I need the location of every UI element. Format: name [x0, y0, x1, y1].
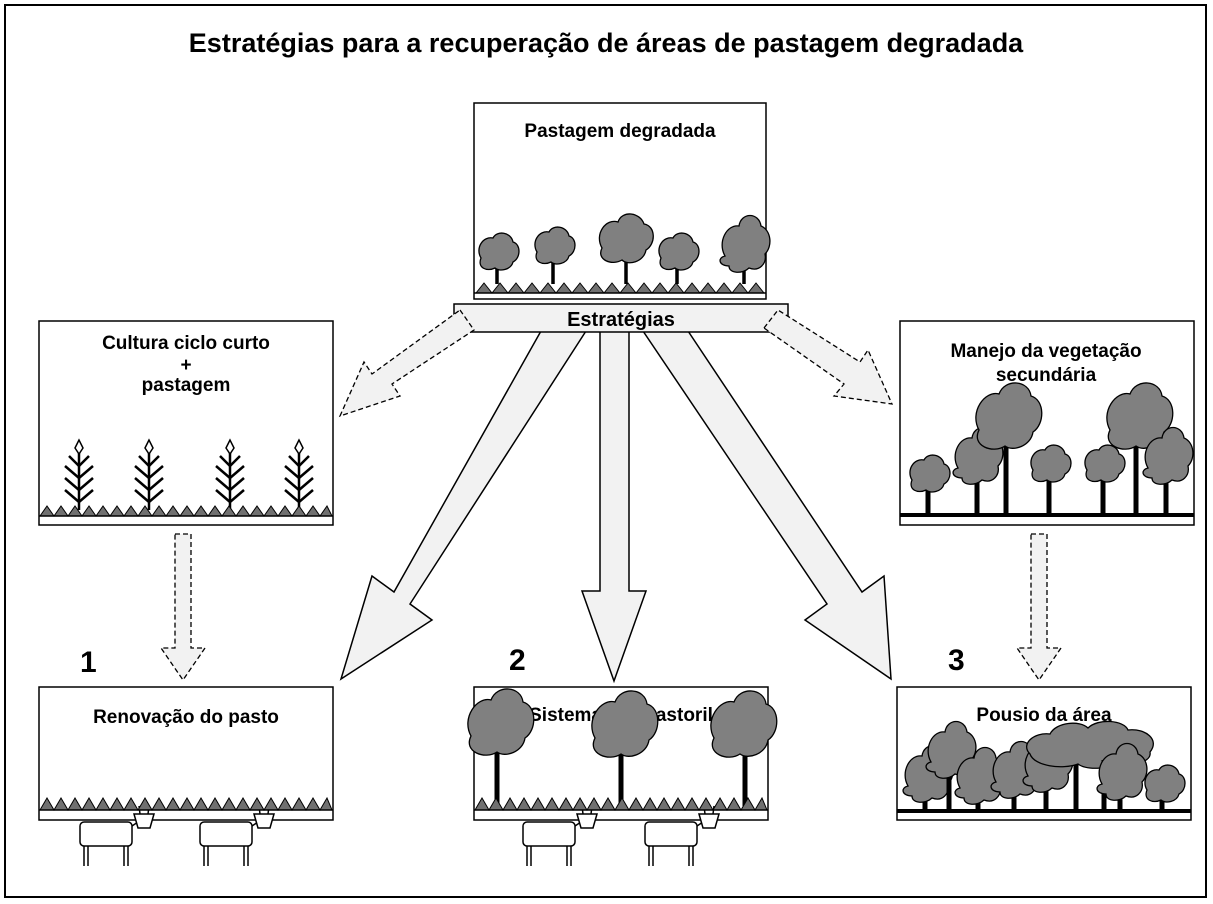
- dashed-arrow-to-manejo: [763, 309, 894, 405]
- box-cultura-ciclo-curto: Cultura ciclo curto + pastagem: [38, 320, 334, 526]
- box-sistema-silvipastoril: Sistema silvipastoril: [467, 686, 778, 867]
- box-pastagem-degradada: Pastagem degradada: [473, 102, 771, 300]
- dashed-arrow-to-pousio: [1015, 533, 1063, 682]
- box-renovacao-pasto: Renovação do pasto: [38, 686, 334, 867]
- arrow-to-pousio: [641, 330, 892, 681]
- box-cultura-line1: Cultura ciclo curto: [102, 333, 270, 354]
- number-1: 1: [80, 646, 97, 679]
- dashed-arrow-to-renovacao: [159, 533, 207, 682]
- dashed-arrow-to-cultura: [338, 309, 475, 418]
- box-manejo-line2: secundária: [996, 365, 1097, 386]
- dashed-arrows: [159, 309, 1063, 682]
- box-pastagem-degradada-label: Pastagem degradada: [524, 121, 716, 142]
- box-pousio-label: Pousio da área: [976, 705, 1112, 726]
- box-manejo-vegetacao: Manejo da vegetação secundária: [899, 320, 1195, 526]
- box-manejo-line1: Manejo da vegetação: [950, 341, 1141, 362]
- number-3: 3: [948, 644, 965, 677]
- diagram-title: Estratégias para a recuperação de áreas …: [189, 28, 1024, 58]
- estrategias-label: Estratégias: [567, 309, 675, 331]
- box-cultura-plus: +: [180, 355, 191, 376]
- solid-arrows: [339, 330, 892, 684]
- number-2: 2: [509, 644, 526, 677]
- arrow-to-renovacao: [339, 330, 588, 681]
- arrow-to-silvipastoril: [580, 330, 648, 684]
- diagram-frame: [4, 4, 1207, 898]
- box-pousio-area: Pousio da área: [896, 686, 1192, 821]
- box-cultura-line2: pastagem: [142, 375, 231, 396]
- estrategias-bar: Estratégias: [453, 303, 789, 333]
- box-renovacao-label: Renovação do pasto: [93, 707, 279, 728]
